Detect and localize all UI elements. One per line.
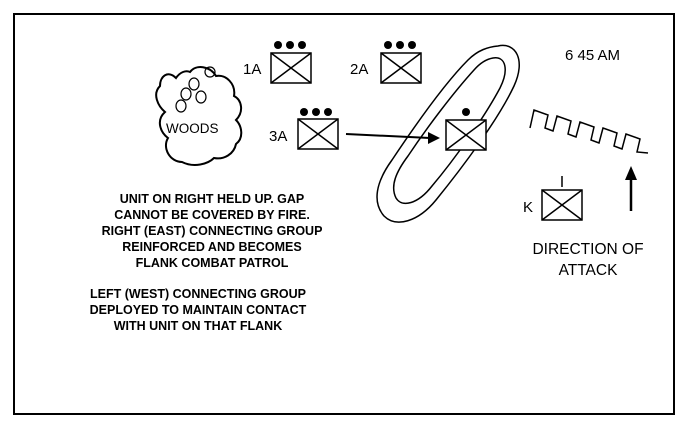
- hill-contour-inner: [392, 57, 506, 205]
- note-line: RIGHT (EAST) CONNECTING GROUP: [102, 224, 323, 238]
- unit-label: 2A: [350, 61, 368, 78]
- note-line: FLANK COMBAT PATROL: [136, 256, 289, 270]
- unit-symbol-cross: [541, 189, 583, 221]
- direction-label-line-1: DIRECTION OF: [532, 241, 643, 258]
- unit-center: [445, 108, 487, 151]
- unit-label: K: [523, 199, 533, 216]
- arrow-shaft: [345, 133, 431, 139]
- note-line: WITH UNIT ON THAT FLANK: [114, 319, 283, 333]
- arrow-head: [428, 132, 440, 144]
- unit-symbol-cross: [297, 118, 339, 150]
- direction-label-line-2: ATTACK: [559, 262, 619, 279]
- direction-arrow: [625, 166, 637, 211]
- hill-contours: [376, 44, 520, 223]
- time-label: 6 45 AM: [565, 47, 620, 64]
- unit-symbol-cross: [445, 119, 487, 151]
- unit-symbol-cross: [270, 52, 312, 84]
- note-west: LEFT (WEST) CONNECTING GROUP DEPLOYED TO…: [90, 287, 307, 333]
- note-line: LEFT (WEST) CONNECTING GROUP: [90, 287, 306, 301]
- echelon-dot: [300, 108, 308, 116]
- unit-K: K: [523, 176, 583, 221]
- echelon-dot: [396, 41, 404, 49]
- note-line: REINFORCED AND BECOMES: [122, 240, 301, 254]
- echelon-dot: [462, 108, 470, 116]
- unit-label: 3A: [269, 128, 287, 145]
- note-line: UNIT ON RIGHT HELD UP. GAP: [120, 192, 305, 206]
- enemy-line: [529, 109, 649, 154]
- tree-3: [180, 87, 192, 101]
- note-line: DEPLOYED TO MAINTAIN CONTACT: [90, 303, 307, 317]
- woods-area: WOODS: [155, 66, 243, 166]
- unit-symbol-cross: [380, 52, 422, 84]
- echelon-dot: [286, 41, 294, 49]
- note-line: CANNOT BE COVERED BY FIRE.: [114, 208, 310, 222]
- echelon-dot: [408, 41, 416, 49]
- tree-5: [175, 99, 187, 113]
- tree-1: [188, 77, 200, 91]
- echelon-dot: [384, 41, 392, 49]
- echelon-dot: [298, 41, 306, 49]
- unit-label: 1A: [243, 61, 261, 78]
- unit-3A: 3A: [269, 108, 339, 150]
- tree-2: [204, 66, 216, 78]
- unit-1A: 1A: [243, 41, 312, 84]
- note-east: UNIT ON RIGHT HELD UP. GAP CANNOT BE COV…: [102, 192, 323, 270]
- diagram-frame: [13, 13, 675, 415]
- echelon-dot: [312, 108, 320, 116]
- echelon-dot: [324, 108, 332, 116]
- unit-2A: 2A: [350, 41, 422, 84]
- echelon-dot: [274, 41, 282, 49]
- hill-contour-outer: [376, 44, 520, 223]
- tree-4: [195, 90, 207, 104]
- movement-arrow: [345, 132, 440, 144]
- arrow-head: [625, 166, 637, 180]
- woods-label: WOODS: [166, 121, 219, 136]
